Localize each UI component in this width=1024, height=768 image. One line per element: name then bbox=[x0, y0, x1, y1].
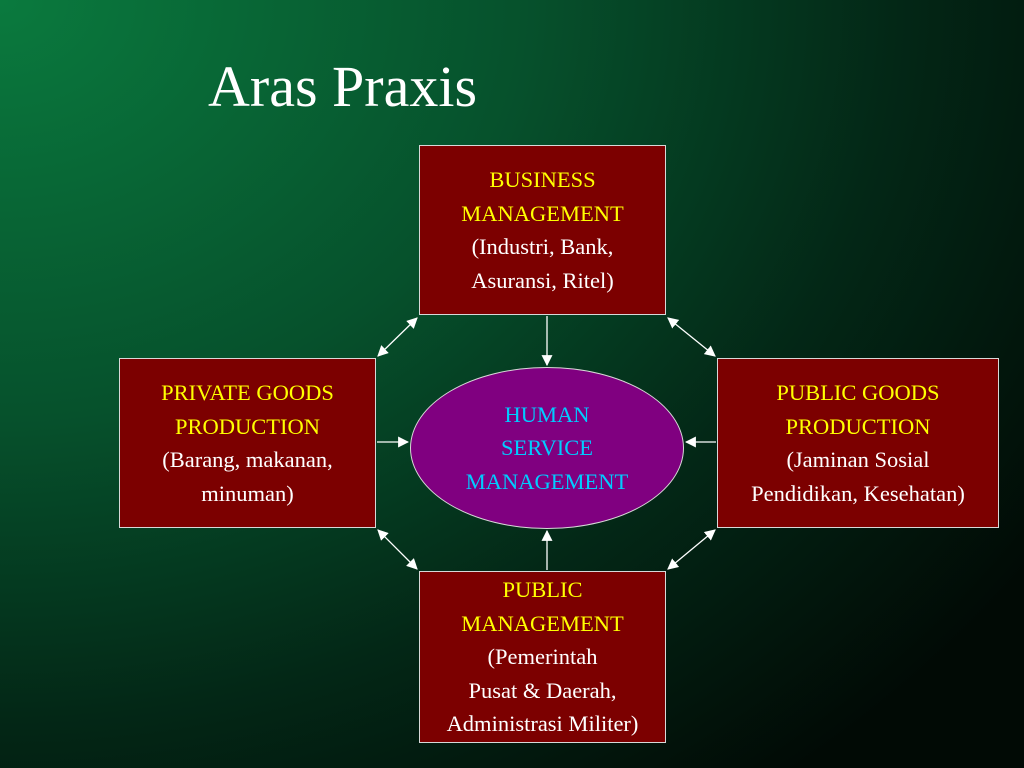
arrow-bottom-right bbox=[667, 529, 716, 570]
box-detail-line: (Pemerintah bbox=[487, 644, 598, 670]
slide-title: Aras Praxis bbox=[208, 54, 478, 119]
human-service-management-ellipse: HUMAN SERVICE MANAGEMENT bbox=[410, 367, 684, 529]
box-heading-line: PRIVATE GOODS bbox=[161, 380, 334, 405]
box-heading-line: PRODUCTION bbox=[174, 413, 320, 439]
box-heading-line: PUBLIC bbox=[502, 577, 583, 603]
box-heading-line: BUSINESS bbox=[489, 167, 596, 192]
public-management-box: PUBLIC MANAGEMENT (Pemerintah Pusat & Da… bbox=[419, 571, 666, 743]
public-goods-production-box: PUBLIC GOODS PRODUCTION (Jaminan Sosial … bbox=[717, 358, 999, 528]
box-heading-line: PRODUCTION bbox=[785, 413, 931, 439]
box-detail-line: (Jaminan Sosial bbox=[786, 447, 930, 472]
box-heading-line: MANAGEMENT bbox=[461, 610, 624, 636]
box-detail-line: (Barang, makanan, bbox=[162, 447, 333, 472]
box-detail-line: Pusat & Daerah, bbox=[468, 677, 617, 703]
box-detail-line: Asuransi, Ritel) bbox=[471, 267, 614, 293]
box-heading-line: PUBLIC GOODS bbox=[776, 380, 940, 405]
business-management-box: BUSINESS MANAGEMENT (Industri, Bank, Asu… bbox=[419, 145, 666, 315]
box-detail-line: minuman) bbox=[201, 480, 294, 506]
box-detail-line: (Industri, Bank, bbox=[471, 234, 614, 259]
arrow-top-right bbox=[667, 317, 716, 357]
arrow-left-bottom bbox=[377, 529, 418, 570]
box-detail-line: Pendidikan, Kesehatan) bbox=[751, 480, 965, 506]
center-label-line: SERVICE bbox=[501, 435, 593, 461]
center-label-line: HUMAN bbox=[504, 401, 590, 427]
center-label-line: MANAGEMENT bbox=[465, 468, 629, 494]
private-goods-production-box: PRIVATE GOODS PRODUCTION (Barang, makana… bbox=[119, 358, 376, 528]
box-heading-line: MANAGEMENT bbox=[461, 200, 624, 226]
box-detail-line: Administrasi Militer) bbox=[446, 711, 639, 737]
arrow-left-top bbox=[377, 317, 418, 357]
